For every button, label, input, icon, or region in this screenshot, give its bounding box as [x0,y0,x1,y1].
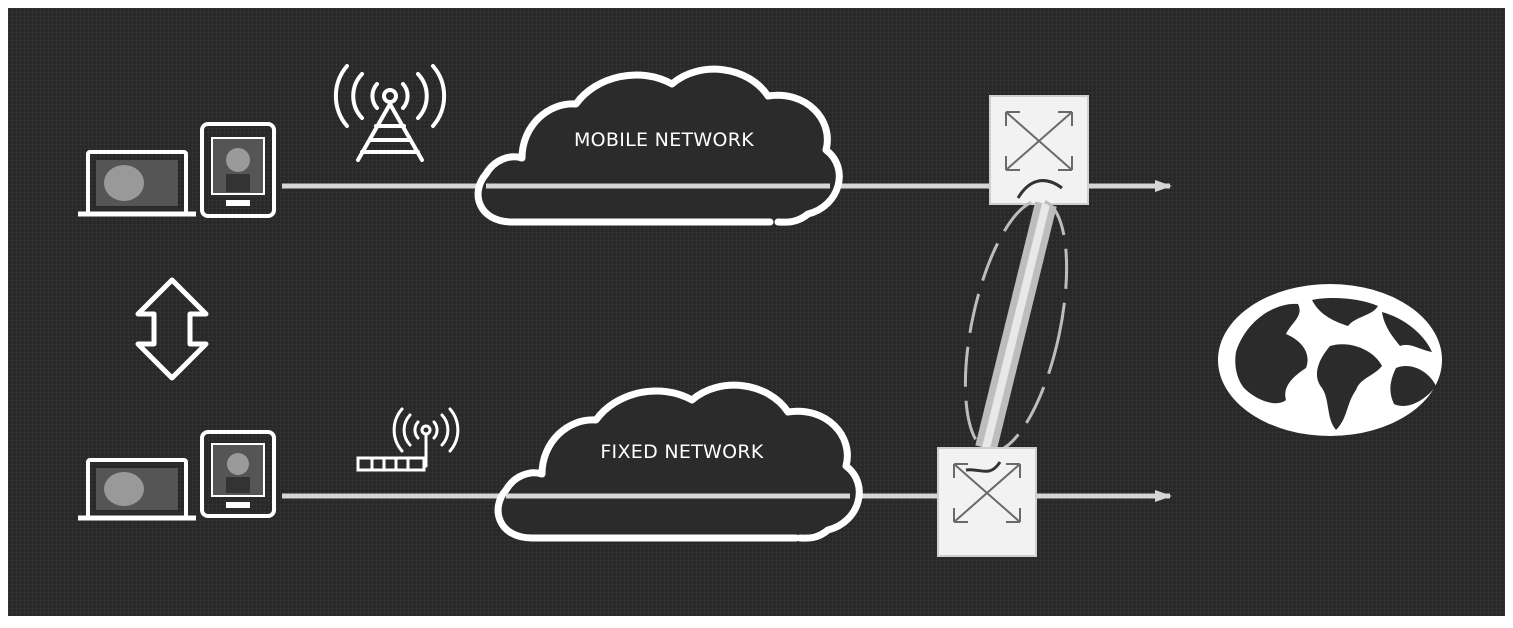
top-laptop-icon [78,150,196,217]
top-tablet-icon [200,122,276,218]
mobile-output-arrowhead [1155,180,1172,192]
cell-tower-icon [333,64,447,162]
bottom-laptop-icon [78,458,196,521]
fixed-output-arrowhead [1155,490,1172,502]
fixed-gateway-switch-icon [937,447,1037,557]
fixed-network-label: FIXED NETWORK [600,441,764,463]
wifi-router-icon [356,407,460,472]
globe-icon [1218,284,1442,436]
mobile-gateway-switch-icon [989,95,1089,205]
mobile-network-label: MOBILE NETWORK [574,129,754,151]
fixed-network-cloud: FIXED NETWORK [494,381,863,542]
handover-double-arrow-icon [135,277,209,381]
bottom-tablet-icon [200,430,276,518]
